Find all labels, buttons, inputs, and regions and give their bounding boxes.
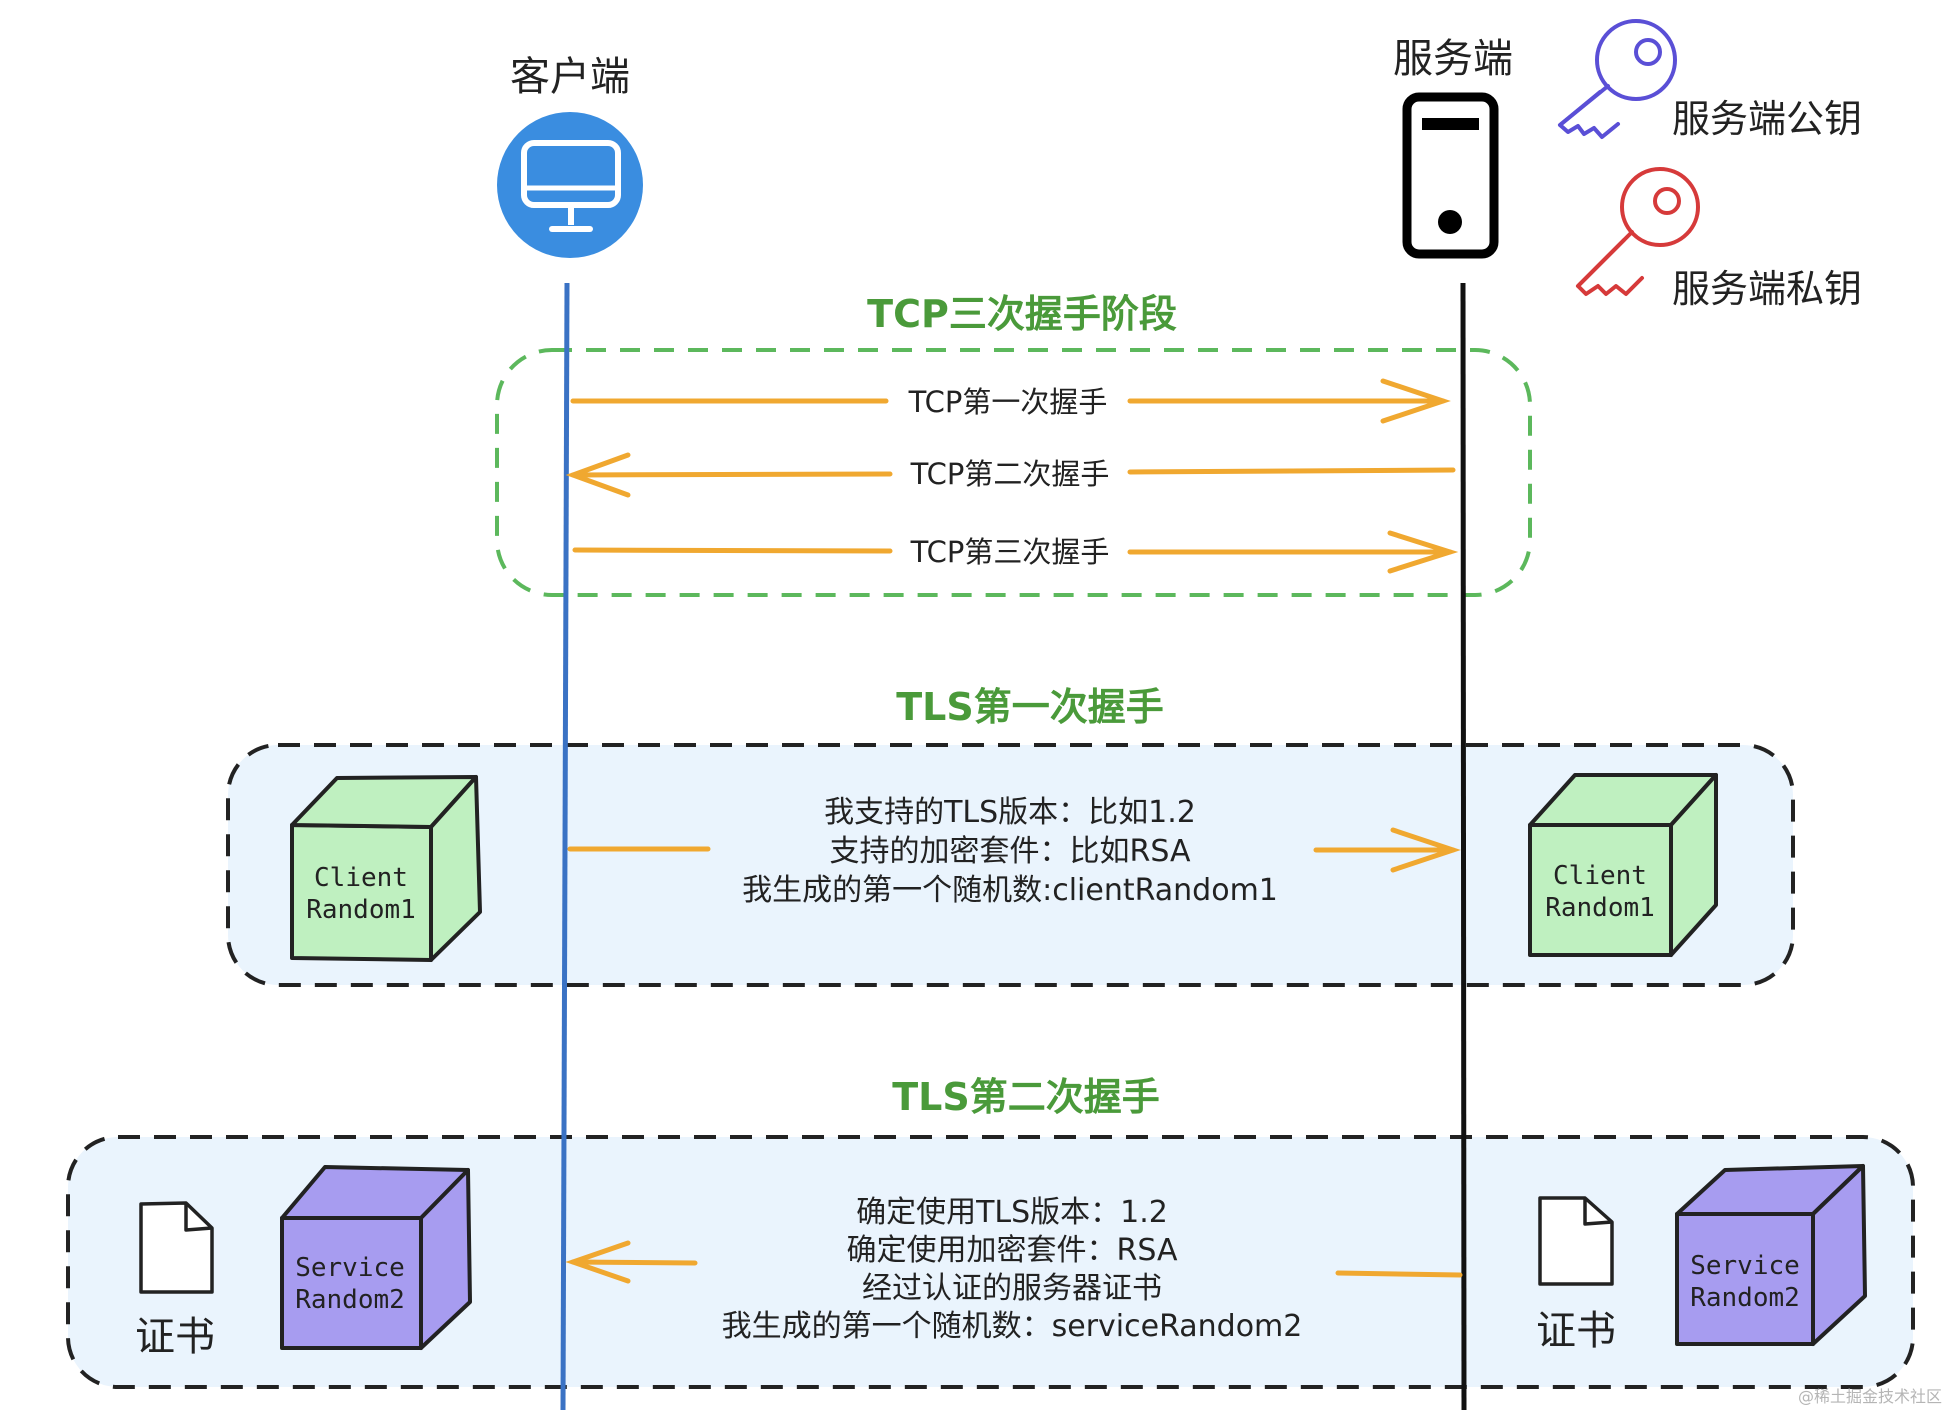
tls-first-message-line-1: 我支持的TLS版本：比如1.2 [824, 795, 1196, 830]
client-random1-cube-server [1528, 773, 1718, 957]
service-random2-cube-server-line1: Service [1690, 1251, 1800, 1281]
tcp-step-3-arrow [572, 530, 1459, 574]
tls-second-message-line-3: 经过认证的服务器证书 [862, 1271, 1162, 1306]
tcp-step-2-label: TCP第二次握手 [910, 457, 1110, 491]
tcp-handshake-box [495, 348, 1532, 597]
tls-second-message-line-1: 确定使用TLS版本：1.2 [856, 1195, 1168, 1230]
server-certificate-label: 证书 [1536, 1308, 1616, 1354]
tls-first-box [226, 743, 1795, 987]
client-certificate-label: 证书 [135, 1314, 215, 1360]
client-label: 客户端 [510, 54, 630, 100]
tcp-step-2-arrow [565, 452, 1456, 498]
tcp-step-3-label: TCP第三次握手 [910, 535, 1110, 569]
private-key-label: 服务端私钥 [1672, 267, 1862, 311]
client-computer-icon [497, 112, 643, 258]
public-key-icon [1558, 19, 1677, 139]
tcp-step-1-label: TCP第一次握手 [908, 385, 1108, 419]
client-random1-cube-client [290, 775, 482, 962]
public-key-label: 服务端公钥 [1672, 97, 1862, 141]
tcp-section-title: TCP三次握手阶段 [867, 292, 1177, 336]
tls-first-message-line-3: 我生成的第一个随机数:clientRandom1 [742, 873, 1278, 908]
tls-first-message-line-2: 支持的加密套件：比如RSA [830, 834, 1191, 869]
client-random1-cube-server-line2: Random1 [1545, 893, 1655, 923]
service-random2-cube-server-line2: Random2 [1690, 1283, 1800, 1313]
tls-first-arrow [567, 827, 1461, 873]
service-random2-cube-server [1675, 1164, 1867, 1346]
tls-second-arrow [565, 1240, 1463, 1284]
client-lifeline [560, 282, 570, 1410]
server-lifeline [1460, 282, 1467, 1410]
tls-second-box [66, 1135, 1915, 1389]
private-key-icon [1576, 167, 1700, 296]
client-random1-cube-client-line2: Random1 [306, 895, 416, 925]
tls-first-title: TLS第一次握手 [896, 685, 1164, 729]
service-random2-cube-client [280, 1165, 472, 1350]
watermark: @稀土掘金技术社区 [1798, 1387, 1942, 1406]
client-random1-cube-client-line1: Client [314, 863, 408, 893]
tls-second-message-line-2: 确定使用加密套件：RSA [847, 1233, 1178, 1268]
client-certificate-icon [139, 1201, 214, 1294]
tcp-step-1-arrow [570, 378, 1451, 424]
tls-second-title: TLS第二次握手 [892, 1075, 1160, 1119]
server-certificate-icon [1538, 1196, 1614, 1286]
server-label: 服务端 [1393, 36, 1513, 82]
client-random1-cube-server-line1: Client [1553, 861, 1647, 891]
service-random2-cube-client-line1: Service [295, 1253, 405, 1283]
server-icon [1402, 92, 1499, 259]
service-random2-cube-client-line2: Random2 [295, 1285, 405, 1315]
tls-second-message-line-4: 我生成的第一个随机数：serviceRandom2 [722, 1309, 1303, 1344]
